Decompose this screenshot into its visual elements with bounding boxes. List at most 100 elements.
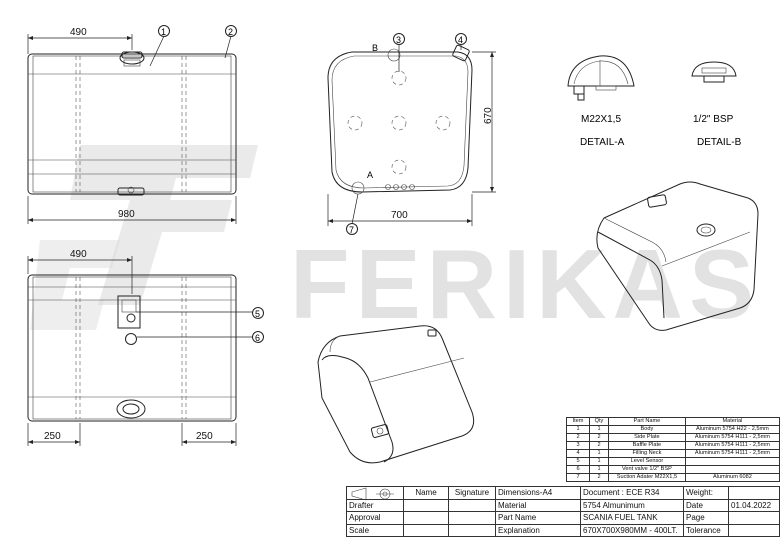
balloon-3-label: 3 (396, 35, 401, 45)
title-row-2: Drafter Material 5754 Almunimum Date 01.… (346, 498, 780, 512)
parts-cell: Baffle Plate (608, 441, 686, 450)
bottom-dim-250-right: 250 (196, 431, 213, 442)
balloon-4-label: 4 (458, 35, 463, 45)
parts-cell: Level Sensor (608, 457, 686, 466)
side-view (327, 44, 496, 226)
parts-header-item: Item (566, 417, 590, 426)
isometric-view-1 (596, 181, 759, 331)
drafter-name (403, 498, 449, 512)
parts-cell: 3 (566, 441, 590, 450)
parts-cell (684, 457, 781, 466)
parts-cell: Suction Adater M22X1,5 (608, 473, 686, 482)
parts-cell: 4 (566, 449, 590, 458)
tolerance-label: Tolerance (683, 523, 729, 537)
parts-cell: 6 (566, 465, 590, 474)
detail-mark-a: A (367, 170, 373, 180)
date-label: Date (683, 498, 729, 512)
detail-a-thread: M22X1,5 (581, 114, 621, 125)
parts-cell: Aluminum 6082 (684, 473, 781, 482)
signature-label: Signature (448, 486, 496, 500)
document-label: Document : ECE R34 (580, 486, 684, 500)
parts-header-qty: Qty (589, 417, 609, 426)
parts-cell: Side Plate (608, 433, 686, 442)
parts-cell: 1 (566, 425, 590, 434)
approval-label: Approval (346, 511, 404, 525)
isometric-view-2 (317, 325, 475, 464)
parts-cell: Aluminum 5754 H111 - 2,5mm (684, 449, 781, 458)
drafter-label: Drafter (346, 498, 404, 512)
parts-cell: 2 (589, 433, 609, 442)
parts-cell: 2 (566, 433, 590, 442)
parts-cell: Aluminum 5754 H22 - 2,5mm (684, 425, 781, 434)
title-row-3: Approval Part Name SCANIA FUEL TANK Page (346, 511, 780, 525)
parts-list-header-row: Item Qty Part Name Material (566, 417, 781, 426)
date-value: 01.04.2022 (728, 498, 780, 512)
bottom-dim-250-left: 250 (44, 431, 61, 442)
top-dim-490: 490 (70, 27, 87, 38)
bottom-dim-490: 490 (70, 249, 87, 260)
watermark-logo (30, 145, 258, 330)
tolerance-value (728, 523, 780, 537)
balloon-7-label: 7 (349, 225, 354, 235)
parts-cell: Vent valve 1/2" BSP (608, 465, 686, 474)
projection-cell (346, 486, 404, 500)
material-value: 5754 Almunimum (580, 498, 684, 512)
explanation-value: 670X700X980MM - 400LT. (580, 523, 684, 537)
detail-b-thread: 1/2" BSP (693, 114, 734, 125)
scale-label: Scale (346, 523, 404, 537)
title-row-1: Name Signature Dimensions-A4 Document : … (346, 486, 780, 500)
balloon-5 (252, 307, 264, 319)
balloon-5-label: 5 (255, 309, 260, 319)
parts-cell: 2 (589, 473, 609, 482)
weight-label: Weight: (683, 486, 729, 500)
balloon-2 (225, 25, 237, 37)
weight-value (728, 486, 780, 500)
scale-signature (448, 523, 496, 537)
approval-signature (448, 511, 496, 525)
parts-header-part-name: Part Name (608, 417, 686, 426)
part-name-label: Part Name (495, 511, 581, 525)
parts-cell: 1 (589, 457, 609, 466)
part-name-value: SCANIA FUEL TANK (580, 511, 684, 525)
parts-cell: Body (608, 425, 686, 434)
parts-cell (684, 465, 781, 474)
detail-mark-b: B (372, 43, 378, 53)
title-row-4: Scale Explanation 670X700X980MM - 400LT.… (346, 523, 780, 537)
parts-cell: Filling Neck (608, 449, 686, 458)
parts-cell: Aluminum 5754 H111 - 2,5mm (684, 433, 781, 442)
balloon-4 (455, 33, 467, 45)
title-block: Name Signature Dimensions-A4 Document : … (346, 486, 780, 537)
balloon-6-label: 6 (255, 333, 260, 343)
page-label: Page (683, 511, 729, 525)
side-dim-670: 670 (483, 107, 494, 124)
parts-cell: 7 (566, 473, 590, 482)
parts-cell: 1 (589, 449, 609, 458)
approval-name (403, 511, 449, 525)
balloon-3 (393, 33, 405, 45)
parts-cell: 2 (589, 441, 609, 450)
parts-header-material: Material (684, 417, 781, 426)
parts-cell: 5 (566, 457, 590, 466)
detail-b-label: DETAIL-B (697, 137, 742, 148)
balloon-1 (158, 25, 170, 37)
page-value (728, 511, 780, 525)
balloon-7 (346, 223, 358, 235)
scale-name (403, 523, 449, 537)
top-dim-980: 980 (118, 209, 135, 220)
parts-cell: 1 (589, 465, 609, 474)
balloon-1-label: 1 (161, 27, 166, 37)
balloon-2-label: 2 (228, 27, 233, 37)
balloon-6 (252, 331, 264, 343)
parts-cell: Aluminum 5754 H111 - 2,5mm (684, 441, 781, 450)
bottom-view (27, 256, 252, 446)
detail-b-view (691, 61, 737, 83)
detail-a-view (567, 55, 635, 101)
